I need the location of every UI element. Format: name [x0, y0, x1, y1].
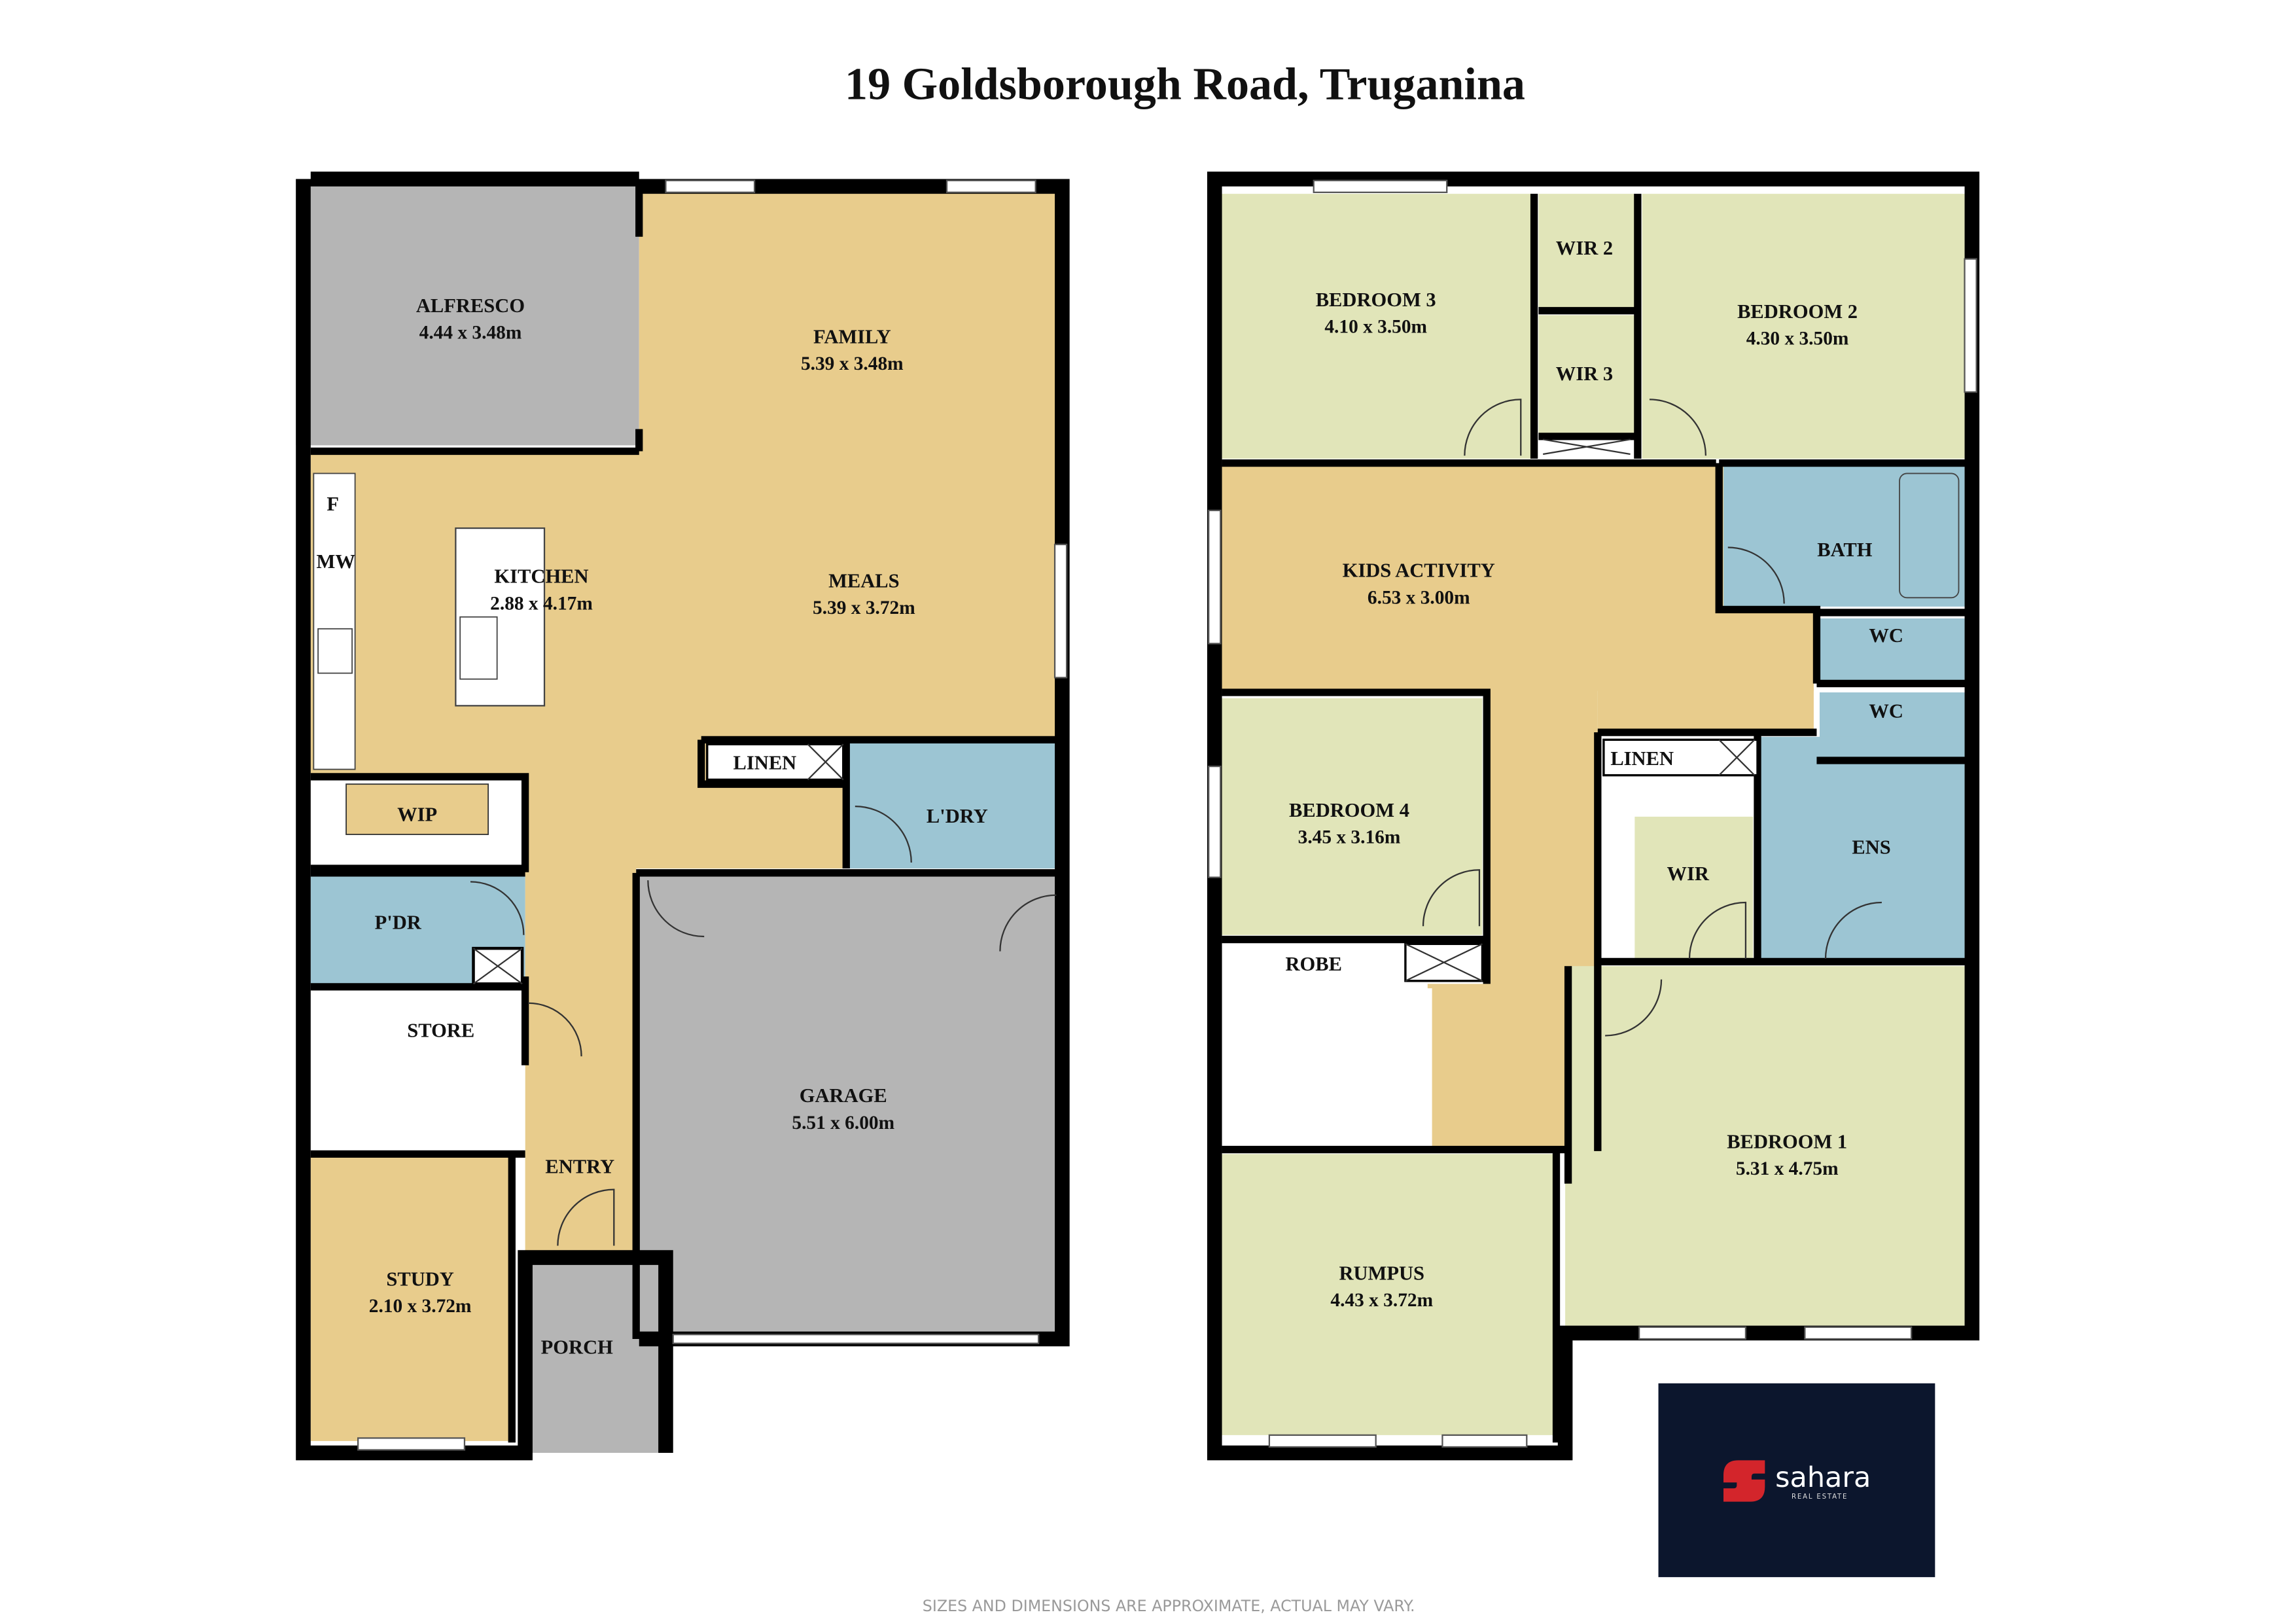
stairs-ground	[310, 991, 525, 1151]
dims-bedroom2: 4.30 x 3.50m	[1746, 329, 1849, 349]
room-wc-1	[1819, 618, 1965, 683]
dims-kids-activity: 6.53 x 3.00m	[1368, 587, 1470, 608]
label-ens: ENS	[1852, 836, 1890, 858]
sahara-logo: sahara REAL ESTATE	[1658, 1383, 1935, 1577]
room-ens	[1760, 736, 1965, 959]
dims-garage: 5.51 x 6.00m	[792, 1113, 894, 1133]
label-wir3: WIR 3	[1556, 363, 1613, 385]
room-kids-activity	[1222, 466, 1814, 691]
window	[1964, 258, 1977, 393]
dims-bedroom1: 5.31 x 4.75m	[1736, 1158, 1839, 1179]
sahara-s-icon	[1723, 1460, 1765, 1502]
room-garage	[639, 872, 1059, 1335]
dims-kitchen: 2.88 x 4.17m	[490, 593, 593, 614]
window	[1208, 765, 1222, 878]
cooktop-icon	[317, 628, 353, 674]
label-alfresco: ALFRESCO	[416, 294, 525, 317]
dims-bedroom4: 3.45 x 3.16m	[1298, 827, 1401, 848]
label-robe: ROBE	[1285, 953, 1341, 975]
dims-family: 5.39 x 3.48m	[801, 353, 904, 374]
logo-tagline: REAL ESTATE	[1792, 1493, 1848, 1501]
hall-upper-right	[1597, 688, 1814, 733]
door-swing	[470, 805, 1057, 1246]
room-bedroom4	[1222, 698, 1483, 935]
label-meals: MEALS	[828, 570, 900, 592]
label-wir: WIR	[1667, 863, 1710, 885]
label-entry: ENTRY	[545, 1156, 614, 1178]
label-store: STORE	[407, 1020, 474, 1042]
window	[1441, 1434, 1528, 1448]
room-bedroom3	[1222, 194, 1532, 459]
page-title: 19 Goldsborough Road, Truganina	[845, 59, 1525, 109]
dims-rumpus: 4.43 x 3.72m	[1330, 1290, 1433, 1311]
label-linen-upper: LINEN	[1610, 747, 1674, 770]
window	[945, 179, 1036, 194]
window	[1804, 1326, 1913, 1340]
label-rumpus: RUMPUS	[1339, 1262, 1424, 1285]
label-wc-2: WC	[1869, 700, 1903, 722]
label-kids-activity: KIDS ACTIVITY	[1343, 560, 1495, 582]
room-porch	[525, 1257, 666, 1454]
label-microwave: MW	[317, 550, 356, 573]
label-family: FAMILY	[813, 325, 891, 348]
window	[1208, 509, 1222, 645]
room-laundry	[846, 740, 1059, 869]
dims-study: 2.10 x 3.72m	[369, 1296, 472, 1317]
kitchen-bench	[313, 473, 356, 770]
label-bedroom3: BEDROOM 3	[1316, 289, 1436, 311]
label-linen-ground: LINEN	[733, 752, 797, 774]
label-bath: BATH	[1817, 539, 1872, 561]
room-wir2	[1538, 194, 1635, 308]
dims-alfresco: 4.44 x 3.48m	[419, 323, 522, 344]
window	[357, 1437, 466, 1451]
label-wir2: WIR 2	[1556, 237, 1613, 259]
label-powder: P'DR	[375, 912, 422, 934]
linen-cupboard-ground	[706, 743, 845, 781]
room-alfresco	[296, 179, 639, 446]
room-rumpus	[1222, 1154, 1557, 1435]
room-bedroom2	[1642, 194, 1965, 459]
room-study	[310, 1156, 512, 1441]
label-wip: WIP	[397, 804, 437, 826]
wip-shelf	[345, 783, 489, 835]
label-laundry: L'DRY	[927, 805, 988, 827]
label-bedroom4: BEDROOM 4	[1289, 799, 1409, 821]
hall-upper-landing	[1427, 984, 1494, 1147]
linen-cupboard-upper	[1602, 738, 1759, 777]
garage-door	[672, 1334, 1040, 1344]
label-kitchen: KITCHEN	[494, 565, 588, 588]
label-study: STUDY	[386, 1268, 453, 1291]
room-bedroom1	[1565, 966, 1965, 1326]
label-wc-1: WC	[1869, 624, 1903, 647]
dims-bedroom3: 4.10 x 3.50m	[1324, 317, 1427, 338]
window	[1053, 543, 1068, 679]
dims-meals: 5.39 x 3.72m	[813, 597, 915, 618]
stairs-upper	[1222, 988, 1432, 1147]
window	[665, 179, 756, 194]
room-wir3	[1538, 315, 1635, 434]
ground-floor	[296, 171, 1070, 1461]
label-bedroom1: BEDROOM 1	[1727, 1130, 1847, 1152]
label-garage: GARAGE	[800, 1084, 887, 1107]
upper-floor	[1207, 171, 1980, 1461]
label-bedroom2: BEDROOM 2	[1737, 300, 1858, 323]
window	[1268, 1434, 1377, 1448]
logo-brand: sahara	[1775, 1461, 1871, 1494]
window	[1313, 179, 1448, 194]
window	[1638, 1326, 1747, 1340]
hall-entry	[525, 865, 637, 1253]
bathtub	[1899, 473, 1960, 599]
label-fridge: F	[327, 493, 339, 515]
label-porch: PORCH	[541, 1336, 613, 1359]
sink-icon	[459, 616, 498, 680]
disclaimer: SIZES AND DIMENSIONS ARE APPROXIMATE, AC…	[923, 1597, 1415, 1615]
door-swing	[1422, 399, 1882, 1037]
